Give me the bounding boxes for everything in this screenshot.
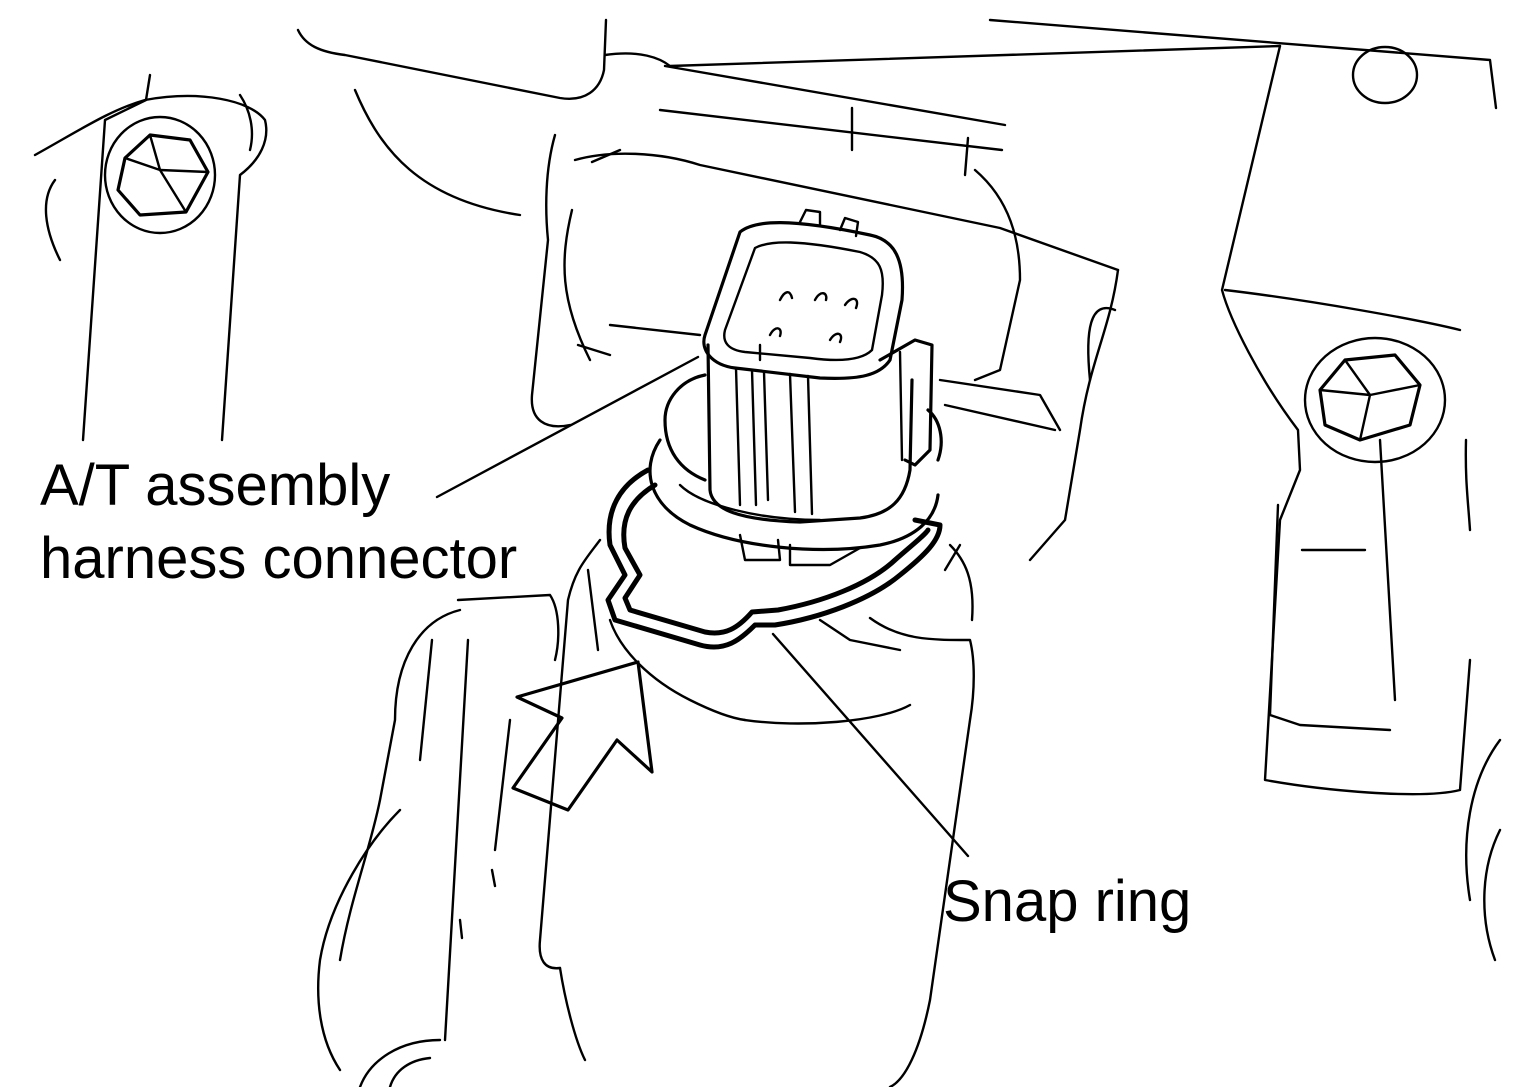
- right-bolt-facet-3: [1358, 393, 1372, 442]
- connector-latch: [878, 338, 934, 467]
- lower-left-line-2: [443, 638, 470, 1042]
- right-bracket-edge: [1464, 438, 1472, 532]
- connector-pin-1: [778, 291, 794, 302]
- shaft-collar-line: [743, 703, 912, 725]
- housing-ridge-2: [658, 108, 1004, 152]
- housing-inner-left: [563, 208, 592, 362]
- housing-ledge-2: [576, 343, 612, 357]
- connector-outer: [702, 221, 905, 381]
- connector-pin-3: [843, 297, 859, 310]
- lower-left-line-3: [493, 718, 512, 852]
- connector-label-line2: harness connector: [40, 526, 517, 591]
- right-bracket-inner-2: [1268, 503, 1392, 732]
- housing-ledge-4: [943, 403, 1057, 432]
- snap-ring-outer: [605, 467, 943, 650]
- housing-slant: [353, 88, 522, 217]
- connector-pin-2: [813, 292, 828, 302]
- connector-slot-1: [738, 533, 782, 562]
- right-bracket-inner-4: [1378, 438, 1397, 702]
- connector-inner: [723, 241, 884, 362]
- shaft-right-outer: [948, 543, 974, 622]
- connector-body: [706, 343, 914, 524]
- connector-rib-5: [806, 374, 814, 516]
- connector-rib-4: [788, 372, 797, 514]
- connector-rib-3: [762, 370, 770, 502]
- connector-label-line1: A/T assembly: [40, 453, 390, 518]
- left-bracket-curve: [44, 178, 62, 262]
- right-bolt-head: [1318, 353, 1422, 442]
- lower-left-tick-2: [458, 918, 464, 940]
- shaft-left: [538, 538, 602, 970]
- connector-flange-right: [926, 408, 943, 462]
- lower-left-outline: [456, 593, 560, 662]
- right-bracket-inner: [1223, 288, 1462, 332]
- housing-body-left: [530, 133, 572, 428]
- housing-ridge-1: [663, 64, 1007, 127]
- connector-rib-1: [734, 366, 742, 507]
- left-bracket-edge: [238, 93, 254, 152]
- lower-left-tick: [490, 868, 497, 888]
- snap-ring-inner: [621, 482, 931, 636]
- connector-collar: [648, 438, 940, 551]
- connector-slot-2: [788, 543, 862, 567]
- shaft-left-inner: [586, 568, 600, 652]
- connector-pin-4: [768, 327, 782, 338]
- housing-top-edge: [296, 18, 608, 100]
- housing-flange-top: [603, 44, 1282, 68]
- housing-ledge-3: [938, 378, 1062, 432]
- connector-rib-2: [750, 368, 758, 507]
- left-bolt-facet-3: [158, 168, 188, 214]
- right-bolt-facet-2: [1368, 383, 1422, 397]
- label-group: A/T assembly harness connector Snap ring: [40, 453, 1191, 934]
- insertion-arrow[interactable]: [511, 660, 654, 812]
- housing-ridge-4: [963, 136, 970, 177]
- lower-left-edge: [558, 966, 587, 1062]
- snap-ring-leader-line: [771, 632, 970, 858]
- housing-body-line: [573, 152, 1120, 272]
- lower-left-arc: [358, 1038, 442, 1087]
- connector-pin-5: [828, 332, 843, 344]
- lower-left-arc-2: [388, 1056, 432, 1087]
- left-bolt-facet-2: [158, 168, 210, 174]
- connector-collar-inner: [678, 483, 822, 522]
- shaft-collar-right: [868, 616, 975, 1087]
- housing-top-right-edge: [988, 18, 1498, 110]
- shaft-ledge: [818, 618, 902, 652]
- connector-tab-2: [838, 216, 860, 238]
- housing-lower-right: [1087, 307, 1117, 382]
- housing-ledge: [608, 323, 702, 337]
- lower-left-curve-2: [317, 808, 402, 1072]
- top-right-hole: [1351, 45, 1419, 105]
- connector-tab-1: [798, 208, 822, 227]
- right-edge-curve-2: [1483, 828, 1502, 962]
- housing-curve-right: [973, 168, 1022, 382]
- right-bolt-washer: [1303, 336, 1447, 464]
- housing-body-line2: [590, 148, 622, 164]
- line-drawing: [33, 18, 1502, 1087]
- right-edge-curve: [1465, 738, 1502, 902]
- right-bracket-outline: [1220, 44, 1472, 796]
- left-bracket-inner: [81, 73, 152, 442]
- housing-vertical-right: [1028, 268, 1120, 562]
- snap-ring-label: Snap ring: [943, 869, 1191, 934]
- connector-latch-inner: [898, 350, 904, 462]
- shaft-step: [943, 543, 962, 572]
- lower-left-curve: [338, 608, 462, 962]
- right-bolt-facet-1: [1318, 358, 1372, 397]
- left-bolt-washer: [103, 115, 217, 235]
- connector-leader-line: [435, 355, 700, 499]
- left-bolt-head: [116, 133, 210, 217]
- left-bracket-outline: [33, 94, 268, 442]
- connector-flange-top: [663, 373, 707, 482]
- lower-left-line-1: [418, 638, 434, 762]
- shaft-collar-left: [608, 618, 747, 722]
